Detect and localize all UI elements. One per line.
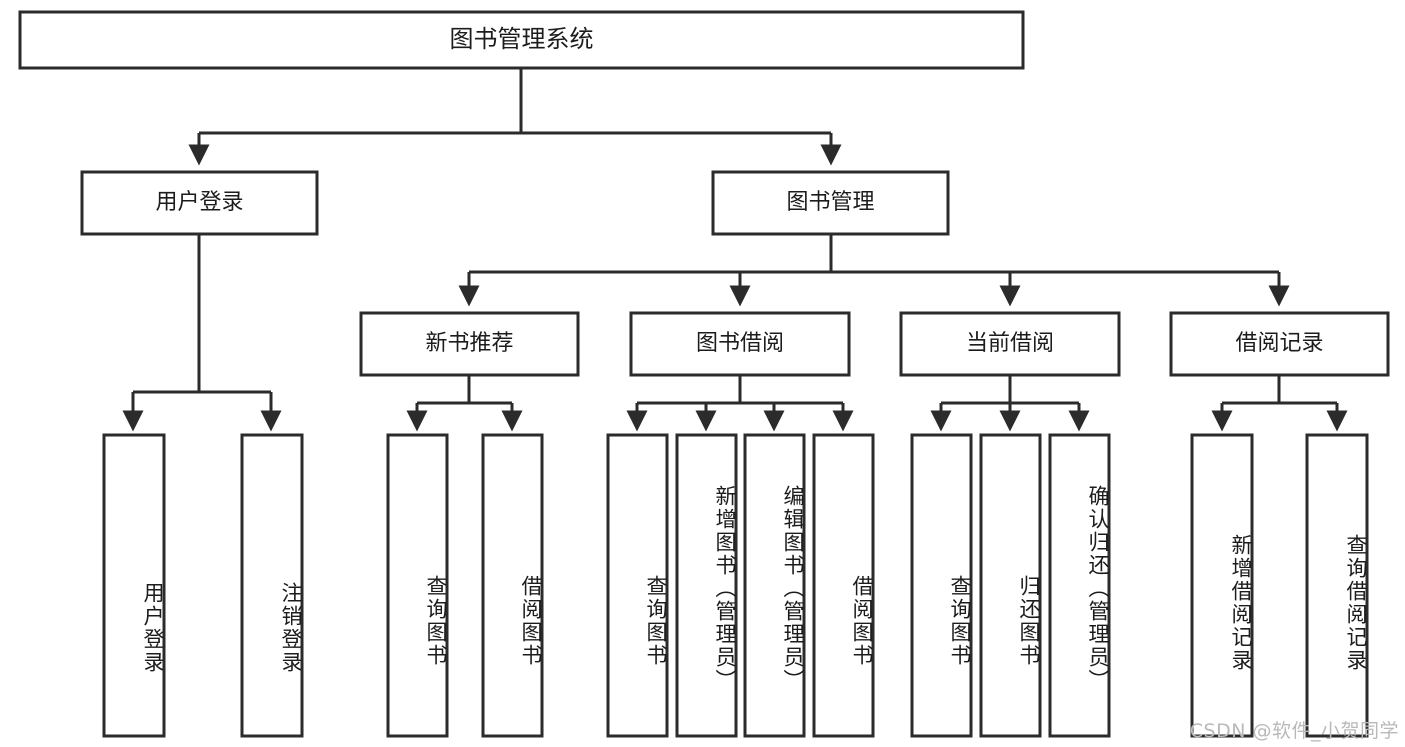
- watermark-text: CSDN @软件_小贺同学: [1189, 720, 1399, 742]
